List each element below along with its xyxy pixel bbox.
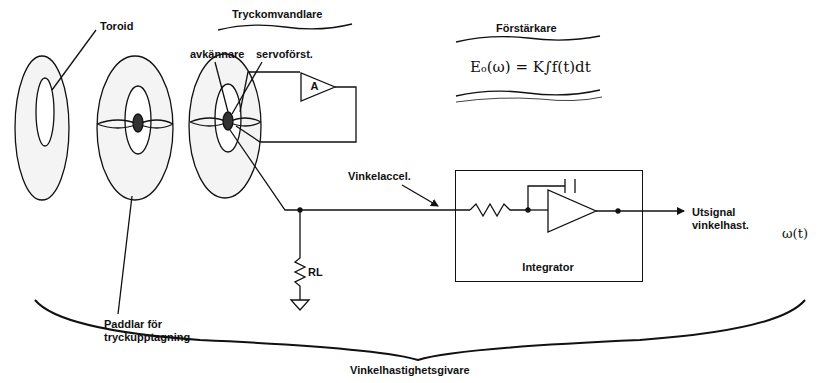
- part-name: Toroid: [100, 20, 133, 33]
- signal-name: Utsignal vinkelhast.: [692, 206, 764, 231]
- signal-name: Vinkelaccel.: [348, 170, 411, 183]
- toroid: [189, 54, 261, 198]
- integrator-box: Integrator: [455, 170, 643, 282]
- sensor: [223, 112, 233, 130]
- wire: [528, 209, 548, 210]
- leader-line: [215, 62, 228, 112]
- output-arrow: [596, 210, 684, 211]
- leader-arrow: [402, 185, 438, 206]
- signal-name: ω(t): [782, 226, 808, 241]
- leader-line: [52, 30, 96, 90]
- resistor-symbol: [470, 204, 528, 216]
- wire: [528, 186, 565, 210]
- wavy-line: [456, 97, 602, 102]
- toroid-hole: [36, 78, 54, 146]
- component-name: RL: [308, 266, 323, 279]
- ground-symbol: [291, 300, 309, 310]
- opamp-symbol: [548, 190, 596, 232]
- leader-line: [118, 196, 132, 314]
- wire: [240, 72, 300, 112]
- wavy-line: [218, 24, 352, 30]
- leader-line: [232, 62, 262, 114]
- capacitor-plate: [574, 179, 575, 193]
- resistor-symbol: [295, 210, 305, 300]
- wire: [236, 87, 356, 142]
- brace: [35, 300, 805, 360]
- part-name: Paddlar för tryckupptagning: [104, 318, 200, 343]
- paddle-hub: [133, 114, 143, 132]
- part-name: servoförst.: [256, 48, 313, 61]
- capacitor-plate: [564, 179, 565, 193]
- wavy-line: [456, 36, 600, 42]
- toroid: [97, 56, 173, 200]
- part-name: avkännare: [190, 48, 244, 61]
- wire: [230, 130, 470, 210]
- toroid-hole: [215, 84, 241, 152]
- amplifier-symbol: A: [300, 72, 336, 102]
- amplifier-label: A: [310, 80, 318, 92]
- heading: Tryckomvandlare: [232, 8, 323, 21]
- heading: Vinkelhastighetsgivare: [350, 364, 470, 377]
- heading: Förstärkare: [496, 22, 557, 35]
- wavy-line: [456, 90, 600, 96]
- box-label: Integrator: [522, 261, 573, 273]
- toroid-hole: [125, 86, 151, 154]
- formula: Eₒ(ω) = K∫f(t)dt: [470, 58, 591, 76]
